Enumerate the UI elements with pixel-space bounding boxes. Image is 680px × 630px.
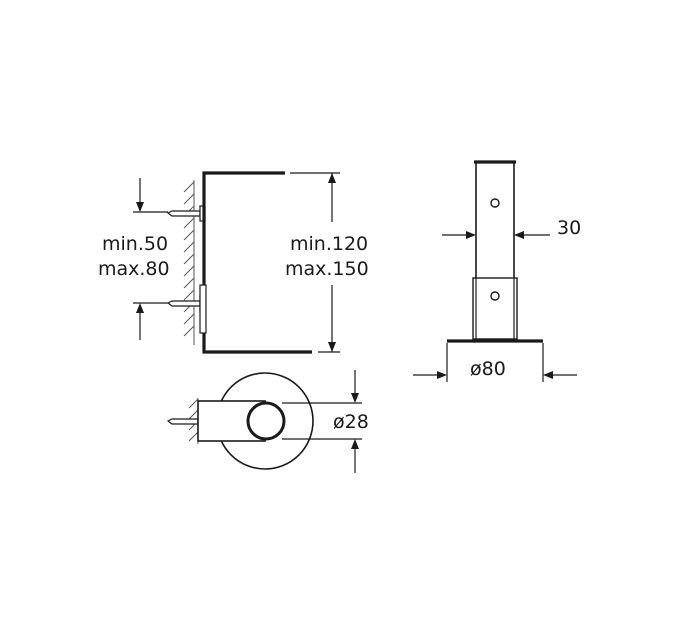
tube-diameter-label: ø28	[333, 411, 369, 433]
tube-diameter-dimension	[282, 370, 362, 473]
bracket-profile	[202, 171, 312, 354]
wall-hatch	[183, 180, 195, 345]
side-view: min.50 max.80 min.120 max.150	[98, 171, 369, 354]
front-hole-top	[490, 198, 500, 208]
width-label: 30	[557, 217, 581, 239]
base-diameter-dimension	[413, 343, 577, 382]
wall-plate	[199, 284, 207, 334]
wall-distance-dimension	[133, 178, 168, 340]
width-dimension	[442, 231, 550, 239]
top-view: ø28	[166, 370, 369, 473]
front-hole-bottom	[490, 291, 500, 301]
front-view: 30 ø80	[413, 160, 581, 382]
projection-dimension	[290, 172, 340, 353]
projection-max-label: max.150	[285, 258, 369, 280]
screw-top	[166, 205, 206, 222]
wall-distance-min-label: min.50	[102, 233, 168, 255]
top-screw	[166, 418, 199, 425]
tube-circle	[246, 401, 286, 441]
wall-distance-max-label: max.80	[98, 258, 170, 280]
projection-min-label: min.120	[290, 233, 368, 255]
base-diameter-label: ø80	[470, 358, 506, 380]
front-sleeve	[472, 277, 518, 340]
